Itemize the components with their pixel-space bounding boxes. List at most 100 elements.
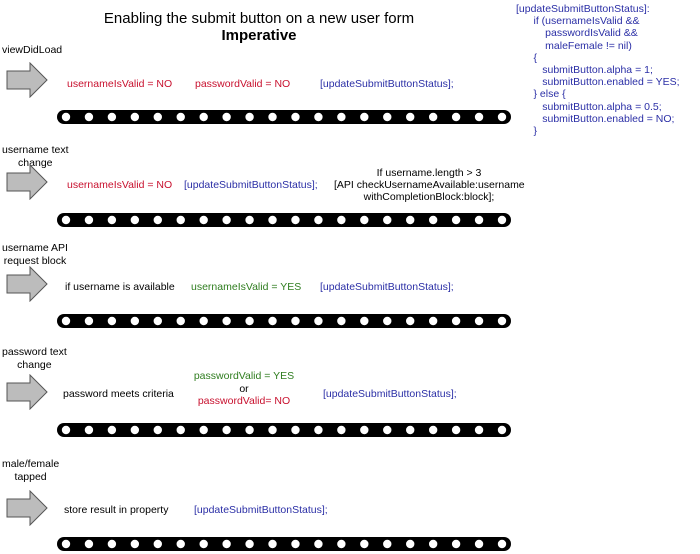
track-dot [199, 316, 208, 326]
track-dot [153, 316, 162, 326]
diagram-title: Enabling the submit button on a new user… [103, 10, 415, 27]
track-bar [57, 537, 511, 551]
arrow-right-icon [6, 374, 48, 410]
track-dot [474, 425, 484, 435]
track-dot [474, 112, 484, 122]
track-dot [107, 539, 117, 549]
track-dot [497, 316, 507, 326]
track-dot [153, 215, 162, 225]
track-dot [199, 539, 208, 549]
arrow-right-icon [6, 164, 48, 200]
track-bar [57, 110, 511, 124]
action-or: or [239, 382, 249, 395]
track-dot [130, 425, 140, 435]
track-dot [474, 215, 484, 225]
track-dot [291, 316, 300, 326]
track-dot [474, 539, 484, 549]
track-dot [360, 425, 369, 435]
track-dot [268, 316, 277, 326]
track-dot [451, 112, 461, 122]
event-label-line: username text [2, 144, 69, 156]
track-dot [428, 215, 438, 225]
action-update-status-call: [updateSubmitButtonStatus]; [323, 388, 457, 400]
action-line: If username.length > 3 [376, 167, 482, 179]
action-line: withCompletionBlock:block]; [363, 191, 495, 204]
action-username-invalid: usernameIsValid = NO [67, 78, 173, 90]
track-dot [406, 215, 415, 225]
code-line: { [516, 51, 538, 64]
code-line: } else { [516, 88, 566, 101]
track-dot [337, 316, 346, 326]
track-dot [130, 316, 140, 326]
arrow-right-icon [6, 62, 48, 98]
track-dot [451, 425, 461, 435]
track-dot [314, 316, 323, 326]
track-dot [268, 539, 277, 549]
arrow-right-icon [6, 490, 48, 526]
track-dot [360, 316, 369, 326]
track-dot [428, 316, 438, 326]
track-dot [291, 215, 300, 225]
track-dot [222, 112, 231, 122]
track-dot [84, 316, 94, 326]
event-label-username-api-block: username API request block [2, 242, 68, 267]
track-bar [57, 314, 511, 328]
track-dot [61, 215, 71, 225]
track-dot [245, 539, 254, 549]
event-label-username-text-change: username text change [2, 144, 69, 169]
action-check-username-available: If username.length > 3 [API checkUsernam… [334, 167, 525, 204]
arrow-right-icon [6, 266, 48, 302]
event-label-male-female-tapped: male/female tapped [2, 458, 59, 483]
track-dot [84, 539, 94, 549]
track-dot [268, 425, 277, 435]
track-dot [360, 539, 369, 549]
track-dot [497, 112, 507, 122]
track-dot [337, 215, 346, 225]
track-dot [291, 112, 300, 122]
track-dot [130, 112, 140, 122]
event-label-line: change [18, 156, 53, 169]
track-dot [383, 539, 392, 549]
track-dot [107, 316, 117, 326]
action-update-status-call: [updateSubmitButtonStatus]; [320, 78, 454, 90]
track-dot [383, 215, 392, 225]
track-dot [153, 539, 162, 549]
track-dot [107, 215, 117, 225]
track-dot [406, 425, 415, 435]
track-dot [107, 112, 117, 122]
track-dot [497, 215, 507, 225]
track-dot [84, 215, 94, 225]
track-dot [245, 112, 254, 122]
track-dot [61, 539, 71, 549]
code-line: passwordIsValid && [516, 27, 638, 40]
track-dot [360, 215, 369, 225]
marble-track-icon [57, 423, 511, 437]
track-dot [61, 316, 71, 326]
action-username-valid: usernameIsValid = YES [191, 281, 302, 293]
track-dot [314, 215, 323, 225]
action-username-available-check: if username is available [65, 281, 175, 293]
track-dot [107, 425, 117, 435]
action-password-invalid: passwordValid= NO [197, 395, 291, 407]
event-label-line: username API [2, 242, 68, 254]
action-update-status-call: [updateSubmitButtonStatus]; [320, 281, 454, 293]
track-dot [245, 316, 254, 326]
track-dot [406, 539, 415, 549]
track-dot [176, 316, 185, 326]
track-dot [428, 539, 438, 549]
track-dot [337, 539, 346, 549]
action-username-invalid: usernameIsValid = NO [67, 179, 173, 191]
marble-track-icon [57, 314, 511, 328]
code-line: [updateSubmitButtonStatus]: [516, 3, 650, 15]
action-password-valid: passwordValid = YES [193, 370, 295, 382]
marble-track-icon [57, 537, 511, 551]
track-dot [130, 215, 140, 225]
track-dot [406, 112, 415, 122]
event-label-password-text-change: password text change [2, 346, 67, 371]
track-dot [291, 425, 300, 435]
track-dot [176, 425, 185, 435]
track-dot [428, 425, 438, 435]
track-dot [497, 539, 507, 549]
code-line: } [516, 125, 538, 138]
track-dot [199, 425, 208, 435]
